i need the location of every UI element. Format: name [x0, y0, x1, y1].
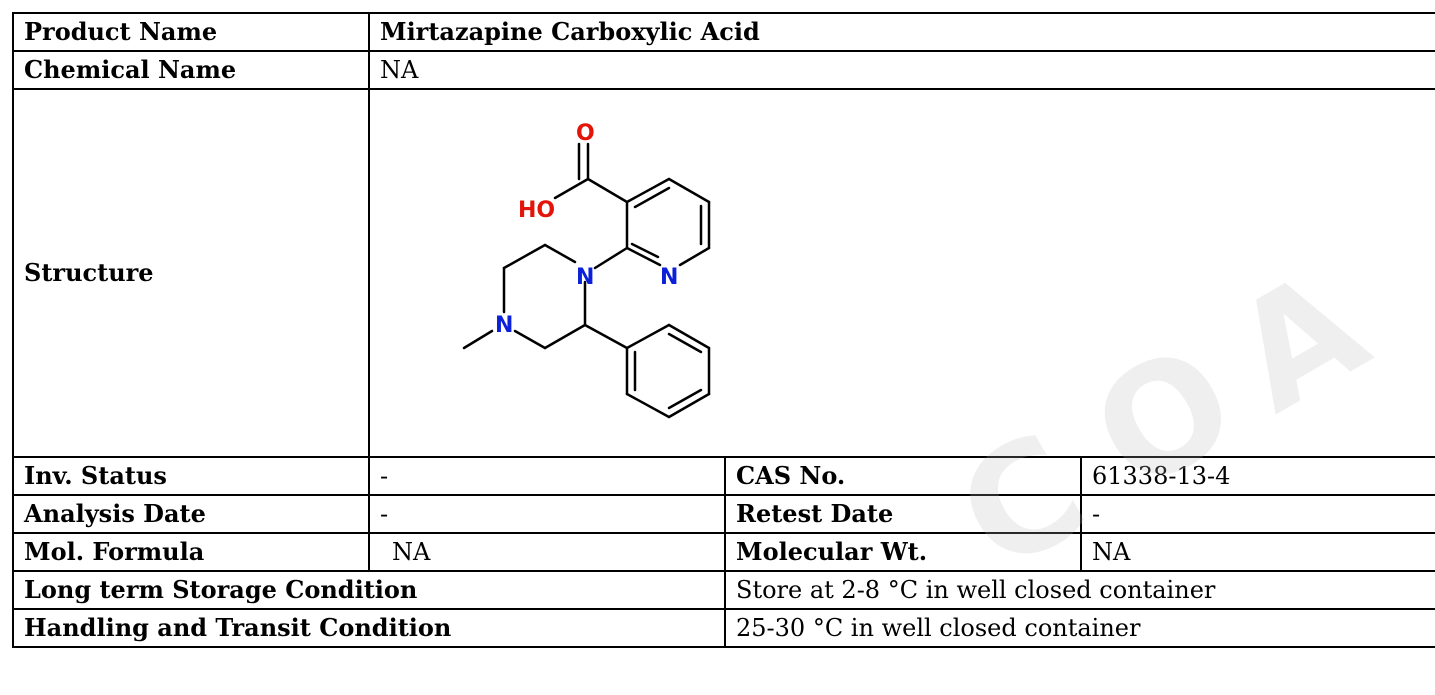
- product-name-label: Product Name: [12, 12, 370, 52]
- chemical-name-label: Chemical Name: [12, 50, 370, 90]
- row-chemical-name: Chemical Name NA: [12, 50, 1435, 90]
- product-name-value: Mirtazapine Carboxylic Acid: [367, 12, 1435, 52]
- retest-date-label: Retest Date: [724, 494, 1082, 534]
- cas-no-label: CAS No.: [724, 456, 1082, 496]
- row-long-term-storage: Long term Storage Condition Store at 2-8…: [12, 570, 1435, 610]
- hydroxyl-group: HO: [518, 198, 555, 223]
- molecular-wt-value: NA: [1079, 532, 1435, 572]
- chemical-name-value: NA: [367, 50, 1435, 90]
- row-analysis-date: Analysis Date - Retest Date -: [12, 494, 1435, 534]
- retest-date-value: -: [1079, 494, 1435, 534]
- pyridine-nitrogen: N: [660, 265, 678, 290]
- row-structure: Structure: [12, 88, 1435, 458]
- long-term-storage-value: Store at 2-8 °C in well closed container: [723, 570, 1435, 610]
- row-mol-formula: Mol. Formula NA Molecular Wt. NA: [12, 532, 1435, 572]
- inv-status-value: -: [368, 456, 726, 496]
- analysis-date-value: -: [368, 494, 726, 534]
- structure-label: Structure: [12, 88, 370, 458]
- long-term-storage-label: Long term Storage Condition: [12, 570, 726, 610]
- inv-status-label: Inv. Status: [12, 456, 370, 496]
- row-product-name: Product Name Mirtazapine Carboxylic Acid: [12, 12, 1435, 52]
- cas-no-value: 61338-13-4: [1079, 456, 1435, 496]
- structure-cell: O HO N N N: [367, 88, 1435, 458]
- chemical-structure-diagram: O HO N N N: [462, 121, 711, 419]
- product-info-table: Product Name Mirtazapine Carboxylic Acid…: [12, 12, 1435, 648]
- handling-transit-value: 25-30 °C in well closed container: [723, 608, 1435, 648]
- mol-formula-value: NA: [368, 532, 726, 572]
- piperazine-nitrogen-1: N: [576, 265, 594, 290]
- molecular-wt-label: Molecular Wt.: [724, 532, 1082, 572]
- oxygen-atom: O: [576, 121, 595, 146]
- row-inv-status: Inv. Status - CAS No. 61338-13-4: [12, 456, 1435, 496]
- row-handling-transit: Handling and Transit Condition 25-30 °C …: [12, 608, 1435, 648]
- analysis-date-label: Analysis Date: [12, 494, 370, 534]
- piperazine-nitrogen-2: N: [495, 313, 513, 338]
- mol-formula-label: Mol. Formula: [12, 532, 370, 572]
- handling-transit-label: Handling and Transit Condition: [12, 608, 726, 648]
